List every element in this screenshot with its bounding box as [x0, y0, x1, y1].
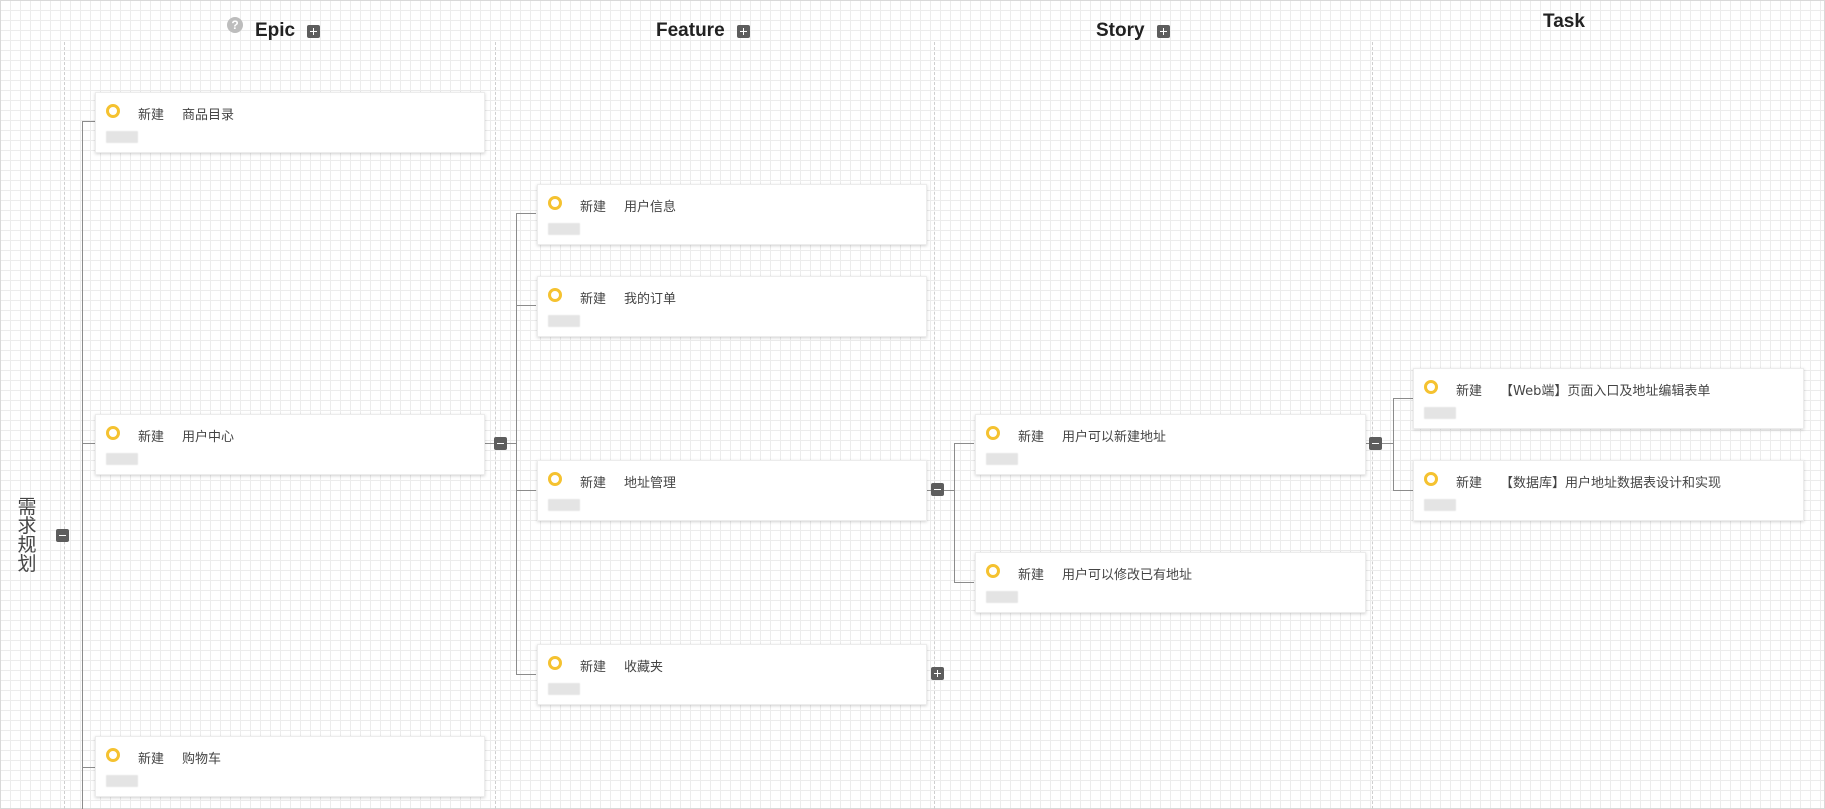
tree-connector [82, 767, 95, 768]
status-circle-icon [986, 564, 1000, 578]
status-circle-icon [1424, 472, 1438, 486]
blurred-assignee [548, 315, 580, 327]
feature-card[interactable]: 新建 收藏夹 [537, 644, 927, 705]
tree-connector [1393, 398, 1413, 399]
status-circle-icon [548, 472, 562, 486]
tree-connector [1393, 398, 1394, 490]
column-divider [934, 42, 935, 809]
column-divider [64, 42, 65, 809]
collapse-root-button[interactable] [56, 529, 69, 542]
epic-card[interactable]: 新建 购物车 [95, 736, 485, 797]
feature-card[interactable]: 新建 我的订单 [537, 276, 927, 337]
tree-connector [516, 213, 536, 214]
blurred-assignee [1424, 407, 1456, 419]
blurred-assignee [986, 591, 1018, 603]
task-card[interactable]: 新建 【Web端】页面入口及地址编辑表单 [1413, 368, 1804, 429]
card-title: 【数据库】用户地址数据表设计和实现 [1500, 476, 1722, 491]
status-circle-icon [1424, 380, 1438, 394]
status-circle-icon [548, 288, 562, 302]
status-text: 新建 [580, 200, 607, 215]
feature-card[interactable]: 新建 地址管理 [537, 460, 927, 521]
expand-feature-button[interactable] [931, 667, 944, 680]
card-title: 地址管理 [624, 476, 677, 491]
tree-connector [82, 443, 95, 444]
card-title: 用户信息 [624, 200, 677, 215]
blurred-assignee [548, 223, 580, 235]
card-title: 用户可以新建地址 [1062, 430, 1167, 445]
tree-connector [516, 490, 536, 491]
card-title: 【Web端】页面入口及地址编辑表单 [1500, 384, 1711, 399]
card-title: 我的订单 [624, 292, 677, 307]
story-card[interactable]: 新建 用户可以新建地址 [975, 414, 1366, 475]
tree-connector [954, 443, 974, 444]
blurred-assignee [106, 453, 138, 465]
status-circle-icon [106, 748, 120, 762]
tree-connector [516, 674, 536, 675]
column-title-story: Story [1096, 20, 1145, 41]
column-header-task: Task [1543, 11, 1585, 33]
tree-connector [516, 213, 517, 674]
status-text: 新建 [580, 476, 607, 491]
status-circle-icon [548, 196, 562, 210]
column-header-feature: Feature [656, 20, 750, 42]
blurred-assignee [106, 775, 138, 787]
status-text: 新建 [1456, 384, 1483, 399]
story-card[interactable]: 新建 用户可以修改已有地址 [975, 552, 1366, 613]
add-story-button[interactable] [1156, 24, 1170, 38]
epic-card[interactable]: 新建 商品目录 [95, 92, 485, 153]
feature-card[interactable]: 新建 用户信息 [537, 184, 927, 245]
status-text: 新建 [138, 752, 165, 767]
blurred-assignee [548, 683, 580, 695]
column-divider [495, 42, 496, 809]
status-text: 新建 [1018, 568, 1045, 583]
tree-connector [82, 121, 95, 122]
status-text: 新建 [138, 430, 165, 445]
card-title: 购物车 [182, 752, 222, 767]
status-text: 新建 [138, 108, 165, 123]
help-icon[interactable]: ? [227, 17, 243, 33]
collapse-feature-button[interactable] [931, 483, 944, 496]
card-title: 收藏夹 [624, 660, 664, 675]
status-circle-icon [106, 104, 120, 118]
status-circle-icon [986, 426, 1000, 440]
blurred-assignee [986, 453, 1018, 465]
status-text: 新建 [1018, 430, 1045, 445]
epic-card[interactable]: 新建 用户中心 [95, 414, 485, 475]
add-epic-button[interactable] [307, 24, 321, 38]
status-text: 新建 [1456, 476, 1483, 491]
status-text: 新建 [580, 292, 607, 307]
column-title-feature: Feature [656, 20, 725, 41]
add-feature-button[interactable] [736, 24, 750, 38]
column-divider [1372, 42, 1373, 809]
task-card[interactable]: 新建 【数据库】用户地址数据表设计和实现 [1413, 460, 1804, 521]
status-circle-icon [548, 656, 562, 670]
tree-connector [954, 443, 955, 582]
column-header-epic: ? Epic [227, 17, 321, 42]
card-title: 商品目录 [182, 108, 235, 123]
root-label: 需求规划 [17, 496, 37, 575]
blurred-assignee [106, 131, 138, 143]
column-title-epic: Epic [255, 20, 296, 41]
tree-connector [954, 582, 974, 583]
blurred-assignee [1424, 499, 1456, 511]
status-text: 新建 [580, 660, 607, 675]
collapse-story-button[interactable] [1369, 437, 1382, 450]
tree-connector [1393, 490, 1413, 491]
collapse-epic-button[interactable] [494, 437, 507, 450]
column-title-task: Task [1543, 11, 1585, 32]
card-title: 用户可以修改已有地址 [1062, 568, 1193, 583]
status-circle-icon [106, 426, 120, 440]
card-title: 用户中心 [182, 430, 235, 445]
blurred-assignee [548, 499, 580, 511]
column-header-story: Story [1096, 20, 1170, 42]
tree-connector [82, 121, 83, 809]
tree-connector [516, 305, 536, 306]
